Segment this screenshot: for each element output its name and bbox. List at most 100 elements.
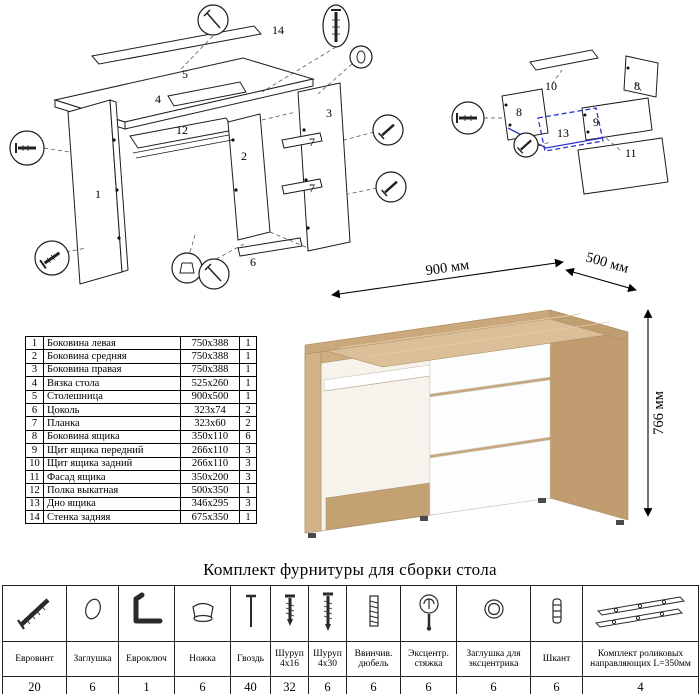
part-size: 323х60: [180, 416, 240, 431]
screw-points: [112, 128, 310, 240]
part-size: 346х295: [180, 496, 240, 512]
part-label: 5: [182, 67, 188, 81]
part-num: 9: [25, 443, 44, 458]
part-name: Щит ящика передний: [43, 443, 181, 458]
part-name: Стенка задняя: [43, 510, 181, 525]
part-label: 4: [155, 92, 161, 106]
part-label: 7: [309, 181, 315, 195]
part-num: 4: [25, 376, 44, 391]
hardware-qty: 6: [66, 676, 119, 694]
roller-guides-icon: [582, 585, 699, 642]
part-num: 13: [25, 496, 44, 512]
part-number-labels: 14 5 4 12 2 3 7 7 1 6: [95, 23, 332, 269]
part-qty: 3: [239, 443, 257, 458]
drawer-exploded-diagram: 10 8 8 9 11 13: [451, 49, 669, 195]
part-label: 12: [176, 123, 188, 137]
left-panel-edge: [304, 351, 322, 534]
part-num: 2: [25, 349, 44, 364]
part-qty: 1: [239, 335, 257, 351]
hardware-qty: 4: [582, 676, 699, 694]
callout-glyphs: [456, 113, 532, 154]
hardware-label: Заглушка для эксцентрика: [456, 641, 531, 677]
part-name: Цоколь: [43, 402, 181, 418]
part-num: 14: [25, 510, 44, 525]
part-name: Фасад ящика: [43, 469, 181, 485]
screw-4x16-icon: [270, 585, 309, 642]
desk-feet: [308, 498, 624, 538]
hardware-qty: 40: [230, 676, 271, 694]
part-name: Щит ящика задний: [43, 456, 181, 471]
height-dimension-label: 766 мм: [651, 391, 667, 435]
desk-body: [304, 309, 629, 538]
callout-glyphs: [15, 9, 398, 282]
hardware-qty: 6: [400, 676, 457, 694]
hardware-title: Комплект фурнитуры для сборки стола: [203, 560, 497, 579]
part-qty: 3: [239, 469, 257, 485]
part-qty: 1: [239, 389, 257, 404]
part-size: 350х110: [180, 429, 240, 445]
nail-icon: [230, 585, 271, 642]
drawer-front-9: [581, 97, 653, 141]
part-num: 6: [25, 402, 44, 418]
part-size: 750х388: [180, 362, 240, 378]
hardware-label: Комплект роликовых направляющих L=350мм: [582, 641, 699, 677]
part-label: 8: [516, 105, 522, 119]
hardware-label: Ножка: [174, 641, 231, 677]
middle-side-panel-2: [227, 113, 271, 241]
strip-7b: [281, 178, 323, 195]
leader-lines: [484, 69, 643, 151]
part-num: 10: [25, 456, 44, 471]
plug-callout-icon: [349, 45, 373, 69]
hardware-qty: 6: [456, 676, 531, 694]
hardware-icon-row: [2, 585, 699, 642]
part-label: 6: [250, 255, 256, 269]
part-qty: 1: [239, 510, 257, 525]
screw-4x30-icon: [308, 585, 347, 642]
drawer-side-8r: [623, 55, 659, 98]
part-name: Столешница: [43, 389, 181, 404]
hardware-label: Эксцентр. стяжка: [400, 641, 457, 677]
drawer-side-8l: [501, 88, 549, 141]
part-num: 1: [25, 335, 44, 351]
part-size: 525х260: [180, 376, 240, 391]
plinth-6: [237, 237, 303, 257]
part-num: 5: [25, 389, 44, 404]
part-qty: 1: [239, 362, 257, 378]
part-label: 11: [625, 146, 637, 160]
part-qty: 1: [239, 483, 257, 498]
part-num: 12: [25, 483, 44, 498]
part-name: Планка: [43, 416, 181, 431]
plug-icon: [66, 585, 119, 642]
part-size: 675х350: [180, 510, 240, 525]
part-qty: 2: [239, 416, 257, 431]
drawer-panels: [501, 49, 669, 195]
hardware-label: Ввинчив. дюбель: [346, 641, 401, 677]
part-num: 3: [25, 362, 44, 378]
part-label: 9: [593, 115, 599, 129]
part-qty: 6: [239, 429, 257, 445]
part-size: 350х200: [180, 469, 240, 485]
eurovint-icon: [2, 585, 67, 642]
cam-plug-icon: [456, 585, 531, 642]
part-qty: 1: [239, 349, 257, 364]
width-dimension-arrow: [331, 258, 564, 299]
part-size: 500х350: [180, 483, 240, 498]
hardware-table: Евровинт Заглушка Евроключ Ножка Гвоздь …: [2, 585, 699, 694]
hardware-label: Шуруп 4х16: [270, 641, 309, 677]
desk-right-side: [549, 318, 629, 521]
part-num: 7: [25, 416, 44, 431]
part-name: Дно ящика: [43, 496, 181, 512]
hardware-qty: 32: [270, 676, 309, 694]
part-label: 3: [326, 106, 332, 120]
part-qty: 3: [239, 456, 257, 471]
part-name: Боковина ящика: [43, 429, 181, 445]
